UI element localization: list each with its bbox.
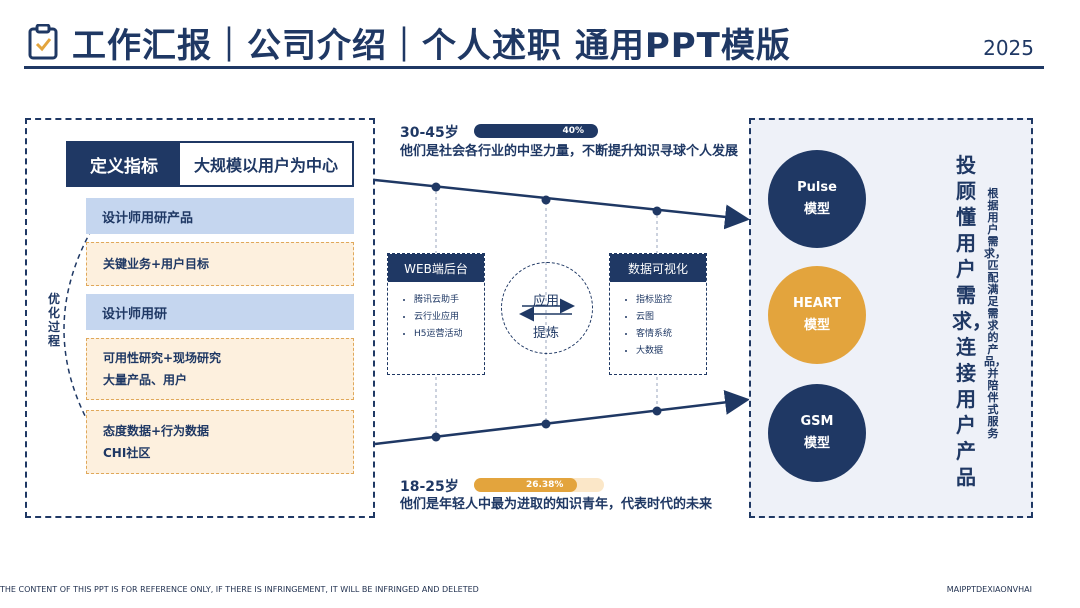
header-divider xyxy=(24,66,1044,69)
define-label: 定义指标 xyxy=(68,143,180,185)
node-dot xyxy=(541,195,551,205)
refine-label: 提炼 xyxy=(533,326,560,341)
define-metric-header: 定义指标 大规模以用户为中心 xyxy=(66,141,354,187)
left-row-2: 关键业务+用户目标 xyxy=(86,242,354,286)
bottom-flow-line xyxy=(374,389,750,446)
pulse-model-circle: Pulse 模型 xyxy=(768,150,866,248)
right-main-vertical-text: 投顾懂用户需求，连接用户产品 xyxy=(952,153,992,489)
left-row-3: 设计师用研 xyxy=(86,294,354,330)
left-panel xyxy=(25,118,375,518)
top-age-label: 30-45岁 xyxy=(400,125,459,141)
optimize-label: 优化过程 xyxy=(47,292,60,348)
apply-label: 应用 xyxy=(533,294,560,309)
node-dot xyxy=(652,406,662,416)
heart-model-circle: HEART 模型 xyxy=(768,266,866,364)
node-dot xyxy=(541,419,551,429)
left-row-5: 态度数据+行为数据 CHI社区 xyxy=(86,410,354,474)
node-dot xyxy=(652,206,662,216)
web-backend-box: WEB端后台 腾讯云助手 云行业应用 H5运营活动 xyxy=(387,253,485,375)
define-value: 大规模以用户为中心 xyxy=(193,156,338,175)
footer-disclaimer: THE CONTENT OF THIS PPT IS FOR REFERENCE… xyxy=(0,585,479,594)
bottom-percent-track: 26.38% xyxy=(474,478,604,492)
apply-refine-circle xyxy=(501,262,593,354)
footer-brand: MAIPPTDEXIAONVHAI xyxy=(946,585,1032,594)
left-row-1: 设计师用研产品 xyxy=(86,198,354,234)
optimize-arc xyxy=(63,221,97,437)
data-visual-title: 数据可视化 xyxy=(610,254,706,282)
node-dot xyxy=(431,432,441,442)
clipboard-icon xyxy=(28,24,58,60)
data-visual-box: 数据可视化 指标监控 云图 客情系统 大数据 xyxy=(609,253,707,375)
page-title: 工作汇报｜公司介绍｜个人述职 通用PPT模版 xyxy=(72,26,791,66)
web-backend-title: WEB端后台 xyxy=(388,254,484,282)
top-percent-track: 40% xyxy=(474,124,598,138)
bottom-age-label: 18-25岁 xyxy=(400,479,459,495)
top-description: 他们是社会各行业的中坚力量，不断提升知识寻球个人发展 xyxy=(400,144,739,159)
gsm-model-circle: GSM 模型 xyxy=(768,384,866,482)
right-sub-vertical-text: 根据用户需求，匹配满足需求的产品，并陪伴式服务 xyxy=(984,187,1006,440)
left-row-4: 可用性研究+现场研究 大量产品、用户 xyxy=(86,338,354,400)
top-percent-bar: 40% xyxy=(474,124,598,138)
node-dot xyxy=(431,182,441,192)
bottom-description: 他们是年轻人中最为进取的知识青年，代表时代的未来 xyxy=(400,497,713,512)
bottom-percent-bar: 26.38% xyxy=(474,478,578,492)
top-flow-line xyxy=(374,178,750,230)
year-label: 2025 xyxy=(983,36,1034,60)
